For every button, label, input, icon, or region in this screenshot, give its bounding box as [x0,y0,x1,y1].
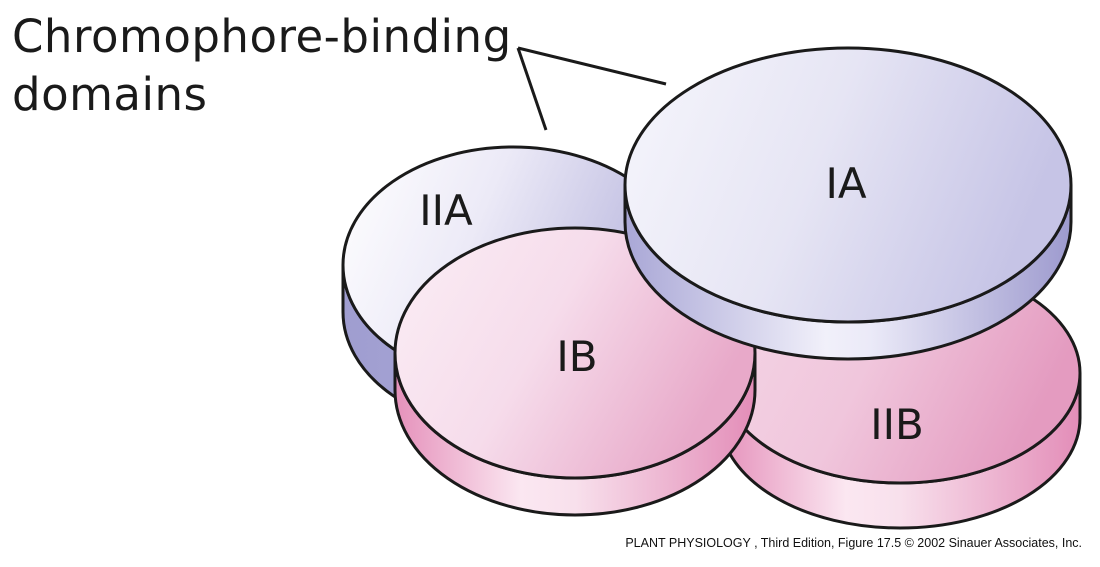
callout-leader-lines [518,48,666,130]
callout-line-1: Chromophore-binding [12,8,512,66]
leader-line-to-IA [518,48,666,84]
leader-line-to-IIA [518,48,546,130]
figure-credit: PLANT PHYSIOLOGY , Third Edition, Figure… [625,536,1082,550]
callout-line-2: domains [12,66,512,124]
label-IIA: IIA [419,186,473,235]
label-IA: IA [825,159,866,208]
label-IB: IB [556,332,597,381]
label-IIB: IIB [870,400,924,449]
callout-title: Chromophore-binding domains [12,8,512,124]
